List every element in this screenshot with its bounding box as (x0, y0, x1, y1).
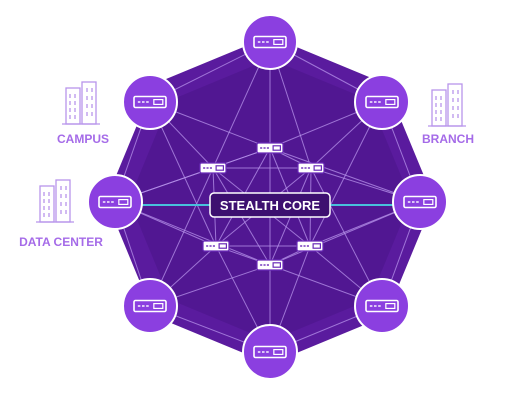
core-group: STEALTH CORE (209, 192, 331, 218)
network-appliance-icon (365, 299, 399, 313)
outer-node (242, 14, 298, 70)
inner-node (256, 259, 284, 271)
outer-node (242, 324, 298, 380)
outer-node (354, 278, 410, 334)
outer-node (354, 74, 410, 130)
outer-node (392, 174, 448, 230)
outer-node (87, 174, 143, 230)
network-appliance-icon (365, 95, 399, 109)
campus-building-icon (62, 81, 100, 125)
network-appliance-icon (297, 162, 325, 174)
branch-label: BRANCH (422, 132, 474, 146)
site-labels: CAMPUS BRANCH DATA CENTER (19, 81, 474, 249)
network-appliance-icon (253, 35, 287, 49)
network-appliance-icon (253, 345, 287, 359)
campus-label: CAMPUS (57, 132, 109, 146)
network-appliance-icon (133, 95, 167, 109)
data-center-label: DATA CENTER (19, 235, 103, 249)
network-appliance-icon (202, 240, 230, 252)
stealth-core-box (209, 192, 331, 218)
data-center-building-icon (36, 179, 74, 223)
outer-nodes (87, 14, 448, 380)
network-appliance-icon (403, 195, 437, 209)
network-appliance-icon (296, 240, 324, 252)
inner-node (202, 240, 230, 252)
network-appliance-icon (98, 195, 132, 209)
branch-building-icon (428, 83, 466, 127)
inner-nodes (199, 142, 325, 271)
inner-node (256, 142, 284, 154)
network-appliance-icon (199, 162, 227, 174)
outer-node (122, 74, 178, 130)
network-appliance-icon (133, 299, 167, 313)
outer-node (122, 278, 178, 334)
stealth-core-label: STEALTH CORE (220, 198, 320, 213)
inner-node (297, 162, 325, 174)
network-appliance-icon (256, 142, 284, 154)
inner-node (199, 162, 227, 174)
inner-node (296, 240, 324, 252)
network-appliance-icon (256, 259, 284, 271)
